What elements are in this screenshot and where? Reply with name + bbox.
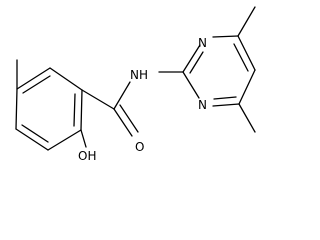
bond-ring2-e-inner xyxy=(213,96,237,100)
bond-ring1-f xyxy=(16,67,51,90)
bond-methyl-top xyxy=(237,6,256,37)
bond-carbonyl-1 xyxy=(113,108,133,137)
bond-ring1-d-inner xyxy=(21,124,49,143)
bond-ring1-f-inner xyxy=(22,75,51,94)
bond-ring2-e xyxy=(212,103,240,107)
bond-ring1-c xyxy=(47,129,82,151)
bond-ring2-f xyxy=(182,71,200,99)
bond-ring-to-carbonyl xyxy=(81,89,115,110)
bond-ring2-c xyxy=(237,35,256,71)
bond-ring1-e xyxy=(15,88,18,130)
bond-ring2-d xyxy=(238,69,256,105)
bond-ring1-a xyxy=(49,67,83,91)
pyrimidine-n-top-label: N xyxy=(198,36,207,50)
bond-ring1-b xyxy=(80,89,83,131)
pyrimidine-n-bottom-label: N xyxy=(198,98,207,112)
structure-canvas: NH O OH N N xyxy=(15,6,256,163)
carbonyl-oxygen-label: O xyxy=(135,140,144,154)
bond-hydroxyl xyxy=(80,129,87,148)
bond-methyl-bottom xyxy=(238,103,256,133)
bond-carbonyl-2 xyxy=(119,104,139,133)
bond-ring1-b-inner xyxy=(73,93,76,127)
bond-ring2-c-inner xyxy=(233,43,249,72)
hydroxyl-label: OH xyxy=(78,149,96,163)
amide-nh-label: NH xyxy=(130,68,148,82)
chemical-structure-diagram: NH O OH N N xyxy=(15,6,256,163)
bond-ring2-b xyxy=(212,35,239,38)
bond-ring2-a xyxy=(182,44,201,73)
bond-carbonyl-to-nh xyxy=(113,81,131,110)
bond-ring1-d xyxy=(15,128,49,151)
bond-ring2-a-inner xyxy=(189,51,204,74)
